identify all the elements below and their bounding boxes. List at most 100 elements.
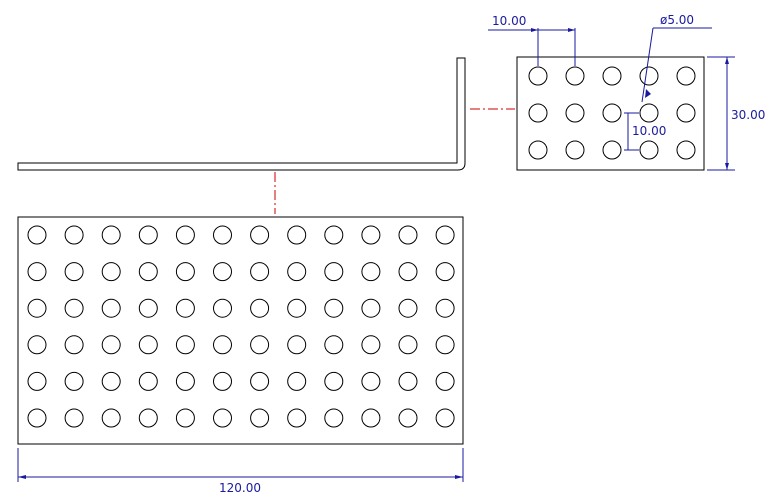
bracket-side-view [17, 57, 466, 171]
flange-hole [602, 66, 622, 86]
plan-hole [138, 298, 158, 318]
plan-hole [324, 335, 344, 355]
plan-hole [361, 408, 381, 428]
plan-hole [213, 225, 232, 245]
plan-hole [324, 408, 344, 428]
plan-hole [250, 298, 270, 318]
plan-hole [287, 408, 307, 428]
dimension-hole-diameter: ø5.00 [641, 13, 712, 103]
plan-hole [101, 298, 121, 318]
plan-hole [398, 298, 418, 318]
flange-hole [639, 103, 659, 123]
flange-hole [528, 66, 548, 86]
plan-hole [101, 408, 121, 428]
plan-hole [287, 371, 307, 391]
plan-hole [175, 262, 195, 282]
flange-hole [602, 103, 622, 123]
flange-hole [565, 66, 585, 86]
dimension-hole-pitch: 10.00 [488, 14, 576, 66]
flange-hole [676, 140, 696, 160]
plan-hole [398, 335, 418, 355]
plan-hole [27, 335, 47, 355]
plan-hole [398, 225, 418, 245]
plan-hole [213, 298, 232, 318]
plan-hole [27, 262, 47, 282]
plan-hole [64, 298, 84, 318]
plan-hole [175, 371, 195, 391]
plan-hole [138, 225, 158, 245]
plan-hole [324, 298, 344, 318]
flange-hole-grid [528, 66, 696, 160]
flange-view-outline [516, 56, 705, 171]
plan-hole [64, 408, 84, 428]
dimension-total-length: 120.00 [17, 448, 464, 495]
plan-hole [324, 371, 344, 391]
plan-hole [250, 371, 270, 391]
dimension-row-pitch: 10.00 [624, 112, 666, 151]
plan-hole [27, 408, 47, 428]
plan-hole [175, 298, 195, 318]
plan-hole [287, 262, 307, 282]
flange-hole [565, 103, 585, 123]
plan-hole [27, 371, 47, 391]
plan-hole [213, 335, 232, 355]
plan-hole [213, 262, 232, 282]
plan-hole-grid [27, 225, 455, 428]
plan-hole [361, 225, 381, 245]
plan-hole [64, 225, 84, 245]
plan-hole [138, 371, 158, 391]
svg-text:ø5.00: ø5.00 [660, 13, 694, 27]
plan-hole [324, 262, 344, 282]
flange-hole [676, 66, 696, 86]
plan-hole [213, 408, 232, 428]
plan-hole [64, 262, 84, 282]
dimension-flange-height: 30.00 [707, 56, 765, 171]
plan-hole [361, 298, 381, 318]
svg-text:120.00: 120.00 [219, 481, 261, 495]
plan-hole [213, 371, 232, 391]
plan-hole [287, 335, 307, 355]
plan-hole [250, 335, 270, 355]
svg-text:10.00: 10.00 [632, 124, 666, 138]
plan-hole [101, 262, 121, 282]
flange-hole [676, 103, 696, 123]
plan-hole [138, 335, 158, 355]
plan-hole [250, 262, 270, 282]
plan-hole [175, 335, 195, 355]
plan-hole [435, 371, 455, 391]
flange-hole [528, 140, 548, 160]
plan-hole [175, 225, 195, 245]
plan-hole [250, 225, 270, 245]
plan-hole [101, 335, 121, 355]
plan-hole [361, 262, 381, 282]
plan-hole [435, 408, 455, 428]
plan-hole [361, 371, 381, 391]
flange-hole [528, 103, 548, 123]
plan-hole [287, 298, 307, 318]
flange-hole [602, 140, 622, 160]
plan-hole [138, 262, 158, 282]
plan-hole [435, 298, 455, 318]
plan-hole [138, 408, 158, 428]
flange-hole [565, 140, 585, 160]
plan-hole [398, 371, 418, 391]
plan-hole [435, 335, 455, 355]
plan-hole [287, 225, 307, 245]
plan-hole [435, 262, 455, 282]
plan-hole [27, 225, 47, 245]
svg-text:10.00: 10.00 [492, 14, 526, 28]
flange-hole [639, 140, 659, 160]
plan-hole [398, 408, 418, 428]
plan-hole [398, 262, 418, 282]
plan-hole [64, 335, 84, 355]
plan-hole [101, 371, 121, 391]
plan-hole [435, 225, 455, 245]
plan-hole [27, 298, 47, 318]
plan-hole [324, 225, 344, 245]
svg-text:30.00: 30.00 [731, 108, 765, 122]
plan-hole [101, 225, 121, 245]
flange-hole [639, 66, 659, 86]
plan-hole [175, 408, 195, 428]
plan-hole [250, 408, 270, 428]
